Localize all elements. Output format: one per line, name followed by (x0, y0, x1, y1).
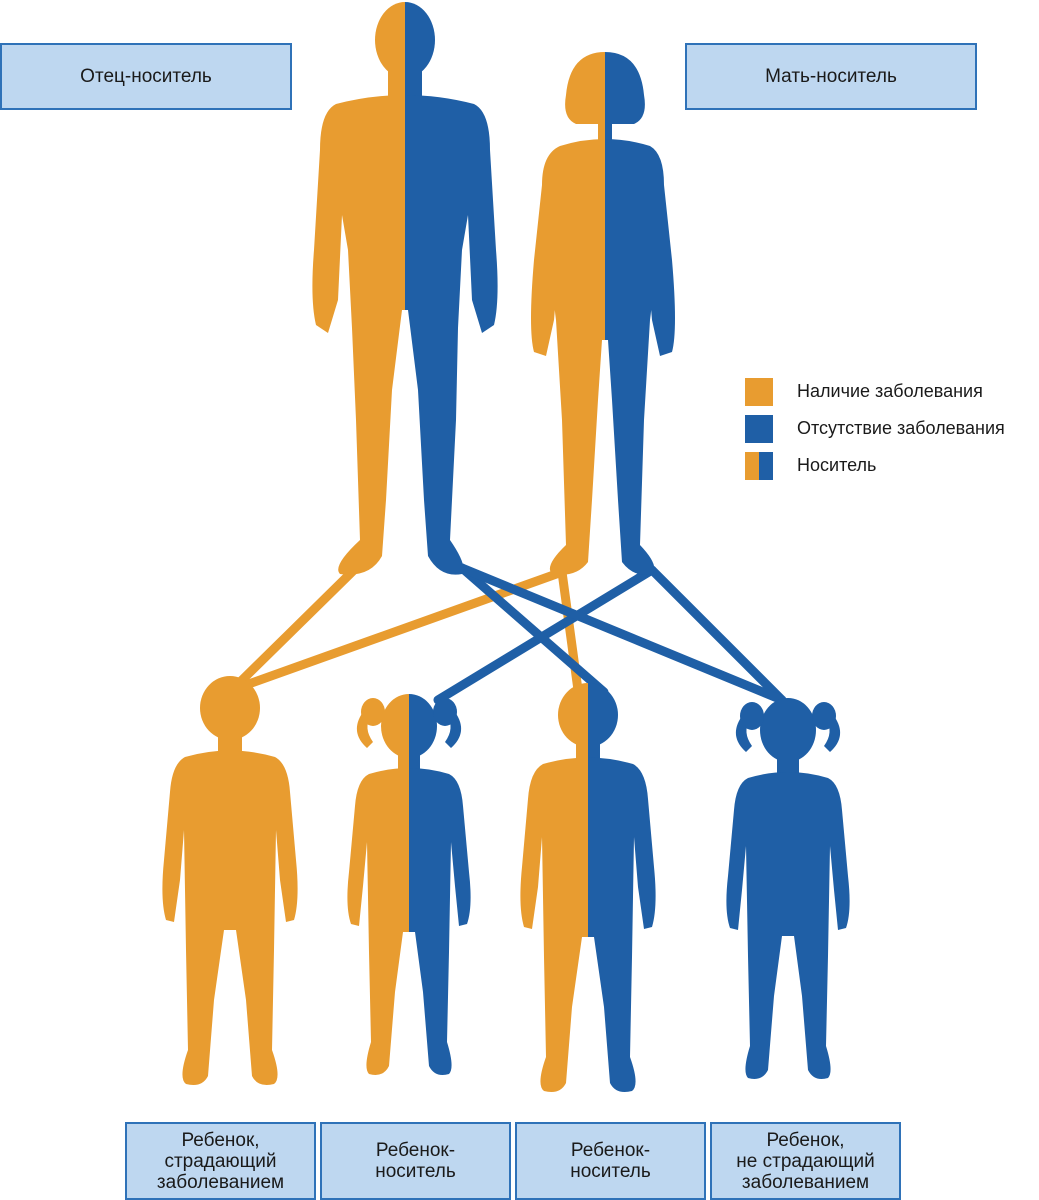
child-4-label: Ребенок, не страдающий заболеванием (736, 1129, 875, 1193)
child-4-label-box: Ребенок, не страдающий заболеванием (710, 1122, 901, 1200)
inheritance-lines (227, 563, 787, 705)
child-1-label: Ребенок, страдающий заболеванием (156, 1129, 285, 1193)
legend-label-carrier: Носитель (797, 455, 877, 475)
father-label: Отец-носитель (80, 66, 212, 87)
legend: Наличие заболевания Отсутствие заболеван… (745, 373, 1005, 484)
father-carrier-figure (312, 2, 498, 575)
mother-carrier-figure (531, 52, 675, 575)
child-affected-figure (162, 676, 298, 1085)
line-father-unaffected-to-child4 (457, 563, 787, 705)
legend-swatch-affected (745, 377, 773, 406)
legend-label-affected: Наличие заболевания (797, 381, 983, 401)
child-2-label-box: Ребенок- носитель (320, 1122, 511, 1200)
line-father-unaffected-to-child3 (457, 563, 609, 697)
mother-label-box: Мать-носитель (685, 43, 977, 110)
legend-label-unaffected: Отсутствие заболевания (797, 418, 1005, 438)
child-3-label: Ребенок- носитель (570, 1140, 651, 1182)
line-father-affected-to-child1 (227, 563, 361, 695)
child-unaffected-figure (726, 698, 850, 1079)
child-carrier-boy-figure (520, 683, 656, 1092)
line-mother-affected-to-child1 (227, 567, 567, 695)
line-mother-unaffected-to-child4 (647, 565, 787, 705)
child-carrier-girl-figure (347, 694, 471, 1075)
legend-swatch-unaffected (745, 414, 773, 443)
mother-label: Мать-носитель (765, 66, 897, 87)
father-label-box: Отец-носитель (0, 43, 292, 110)
legend-item-unaffected: Отсутствие заболевания (745, 410, 1005, 447)
child-2-label: Ребенок- носитель (375, 1140, 456, 1182)
child-1-label-box: Ребенок, страдающий заболеванием (125, 1122, 316, 1200)
legend-item-carrier: Носитель (745, 447, 1005, 484)
legend-item-affected: Наличие заболевания (745, 373, 1005, 410)
child-3-label-box: Ребенок- носитель (515, 1122, 706, 1200)
legend-swatch-carrier (745, 451, 773, 480)
